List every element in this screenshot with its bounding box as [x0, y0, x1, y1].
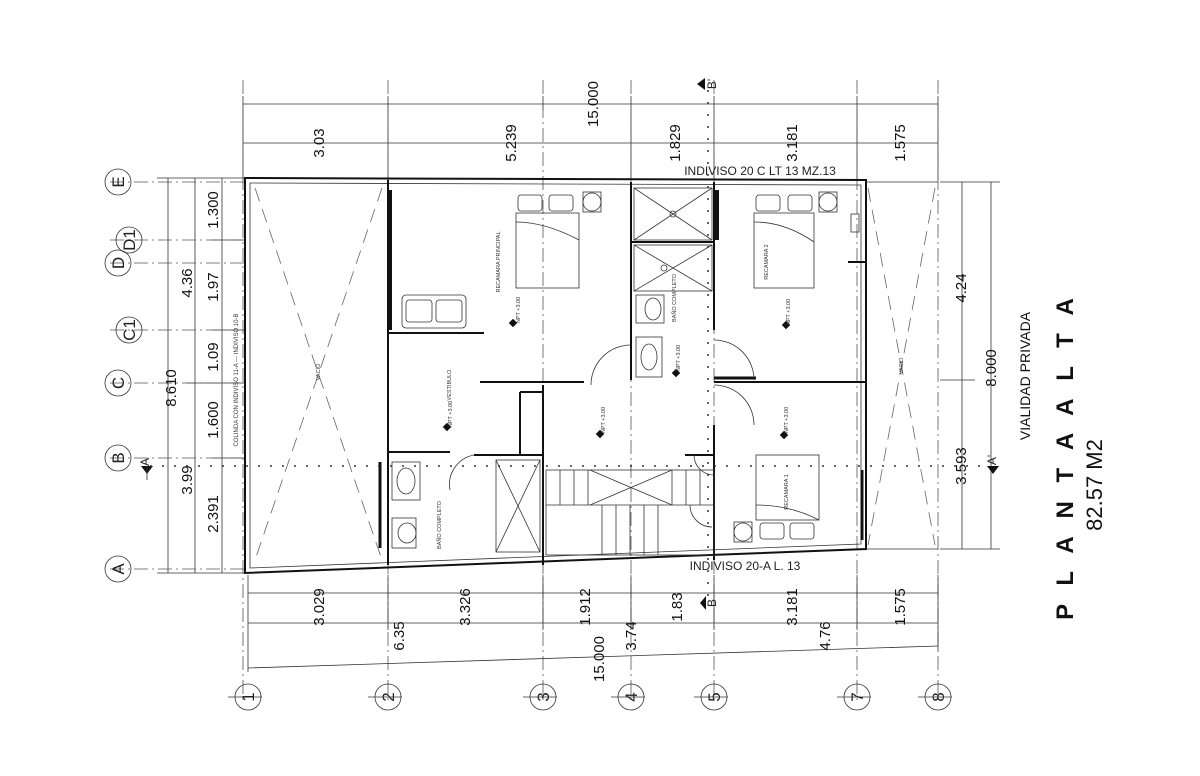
dim-left-total: 8.610	[163, 369, 180, 407]
void-label-right: VACIO	[899, 357, 905, 374]
level-tag-bath: NPT +3.00	[676, 345, 682, 371]
room-label-lobby: VESTIBULO	[447, 369, 453, 401]
row-axis-d: D	[109, 257, 128, 269]
dim-bottom-seg-3: 1.912	[577, 588, 594, 626]
bed-1: RECAMARA 1	[733, 454, 820, 543]
left-neighbor-label: COLINDA CON INDIVISO 11-A --- INDIVISO 1…	[234, 314, 240, 447]
column-axis-7: 7	[848, 692, 867, 701]
room-label-bath-left: BAÑO COMPLETO	[436, 500, 443, 549]
void-area-left: VACIO	[254, 187, 383, 561]
section-mark-a-left: A	[138, 458, 153, 480]
stairs	[545, 469, 715, 556]
bed-2: RECAMARA 2	[753, 191, 860, 289]
sofa	[401, 294, 467, 329]
row-axis-e: E	[109, 176, 128, 187]
section-label-b: B	[705, 599, 719, 607]
row-axis-d1: D1	[120, 229, 139, 251]
dim-left-seg-5: 2.391	[205, 495, 222, 533]
dim-bottom-seg-2: 3.326	[457, 588, 474, 626]
column-axis-8: 8	[929, 692, 948, 701]
level-tag-master: NPT +3.00	[516, 297, 522, 323]
room-label-master: RECAMARA PRINCIPAL	[496, 231, 502, 292]
level-tag-bed2: NPT +3.00	[786, 299, 792, 325]
plan-title: P L A N T A A L T A	[1052, 292, 1079, 620]
bottom-dimension-chain: 3.029 3.326 1.912 1.83 3.181 1.575 6.35 …	[247, 575, 939, 682]
street-label: VIALIDAD PRIVADA	[1017, 311, 1033, 440]
section-mark-b-prime-top: B'	[697, 78, 719, 90]
column-axis-4: 4	[622, 692, 641, 701]
plan-area: 82.57 M2	[1082, 439, 1107, 531]
row-axis-a: A	[109, 563, 128, 575]
column-axis-1: 1	[239, 692, 258, 701]
bathroom-center: BAÑO COMPLETO	[633, 187, 713, 378]
void-area-right: VACIO	[866, 181, 938, 550]
bottom-neighbor-label: INDIVISO 20-A L. 13	[690, 559, 801, 573]
dim-bottom-group-3: 4.76	[817, 621, 834, 650]
shower-left	[495, 459, 541, 553]
column-axis-5: 5	[705, 692, 724, 701]
dim-top-seg-4: 3.181	[784, 124, 801, 162]
left-dimension-chain: 8.610 4.36 3.99 1.300 1.97 1.09 1.600 2.…	[157, 177, 245, 574]
dim-right-seg-2: 3.593	[953, 447, 970, 485]
dim-bottom-seg-5: 3.181	[784, 588, 801, 626]
right-dimension-chain: 8.000 4.24 3.593	[940, 181, 1000, 550]
level-markers: NPT +3.00 NPT +3.00 NPT +3.00 NPT +3.00 …	[442, 297, 792, 440]
level-tag-lobby: NPT +3.00	[448, 401, 454, 427]
dim-left-group-1: 4.36	[179, 268, 196, 297]
section-label-a: A	[138, 458, 152, 466]
dim-right-total: 8.000	[983, 349, 1000, 387]
dim-left-seg-1: 1.300	[205, 191, 222, 229]
level-tag-hall: NPT +3.00	[601, 407, 607, 433]
dim-left-seg-2: 1.97	[205, 272, 222, 301]
top-neighbor-label: INDIVISO 20 C LT 13 MZ.13	[684, 164, 836, 178]
building-walls	[244, 176, 867, 575]
dim-top-total: 15.000	[585, 81, 602, 127]
section-label-b-prime: B'	[705, 79, 719, 89]
void-label-left: VACIO	[316, 363, 322, 380]
dim-bottom-total: 15.000	[591, 636, 608, 682]
section-mark-a-prime-right: A'	[985, 455, 999, 474]
dim-left-seg-4: 1.600	[205, 401, 222, 439]
dim-bottom-seg-1: 3.029	[311, 588, 328, 626]
row-axis-c: C	[109, 377, 128, 389]
column-axis-2: 2	[379, 692, 398, 701]
section-mark-b-bottom: B	[700, 596, 719, 610]
dim-top-seg-3: 1.829	[667, 124, 684, 162]
dim-bottom-group-1: 6.35	[391, 621, 408, 650]
column-axis-bubbles: 1 2 3 4 5 7 8	[228, 683, 952, 711]
row-axis-b: B	[109, 452, 128, 463]
dim-bottom-group-2: 3.74	[623, 621, 640, 650]
row-axis-grid: E D1 D C1 C B A	[104, 168, 245, 583]
room-label-bed1: RECAMARA 1	[784, 474, 790, 509]
section-label-a-prime: A'	[985, 455, 999, 465]
column-axis-3: 3	[534, 692, 553, 701]
dim-top-seg-2: 5.239	[503, 124, 520, 162]
room-label-bed2: RECAMARA 2	[764, 244, 770, 279]
dim-bottom-seg-4: 1.83	[669, 592, 686, 621]
dim-top-seg-1: 3.03	[311, 128, 328, 157]
bathroom-left: BAÑO COMPLETO	[391, 454, 475, 549]
dim-right-seg-1: 4.24	[953, 273, 970, 302]
master-bed: RECAMARA PRINCIPAL	[496, 191, 602, 293]
level-tag-bed1: NPT +3.00	[784, 407, 790, 433]
room-label-bath-center: BAÑO COMPLETO	[671, 273, 678, 322]
door-swings	[590, 339, 755, 528]
dim-bottom-seg-6: 1.575	[892, 588, 909, 626]
dim-left-seg-3: 1.09	[205, 342, 222, 371]
row-axis-c1: C1	[120, 319, 139, 341]
dim-top-seg-5: 1.575	[892, 124, 909, 162]
dim-left-group-2: 3.99	[179, 465, 196, 494]
